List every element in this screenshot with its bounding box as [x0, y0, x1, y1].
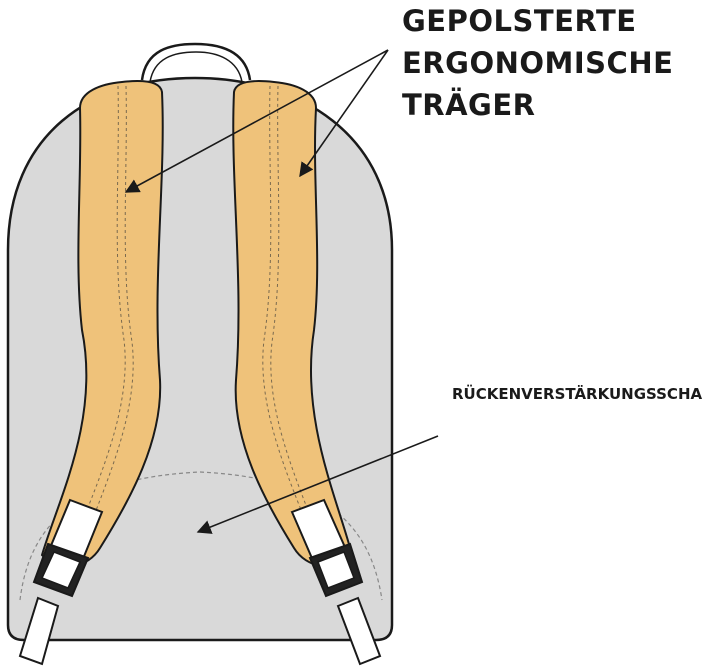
top-handle — [140, 42, 252, 81]
left-buckle — [32, 542, 90, 598]
top-handle-inner — [149, 51, 243, 83]
straps-label-line-1: GEPOLSTERTE — [402, 4, 637, 38]
right-strap — [232, 80, 354, 568]
straps-label-line-3: TRÄGER — [402, 88, 536, 122]
straps-label-line-2: ERGONOMISCHE — [402, 46, 674, 80]
straps-arrow-left — [124, 49, 389, 193]
right-buckle — [308, 542, 364, 598]
back-panel-arrow — [196, 435, 439, 534]
back-panel-callout-label: RÜCKENVERSTÄRKUNGSSCHA — [452, 385, 703, 403]
back-reinforcement-outline — [19, 471, 383, 601]
straps-callout-label: GEPOLSTERTE ERGONOMISCHE TRÄGER — [402, 0, 673, 126]
straps-arrow-right — [299, 49, 389, 178]
left-strap — [40, 80, 164, 568]
